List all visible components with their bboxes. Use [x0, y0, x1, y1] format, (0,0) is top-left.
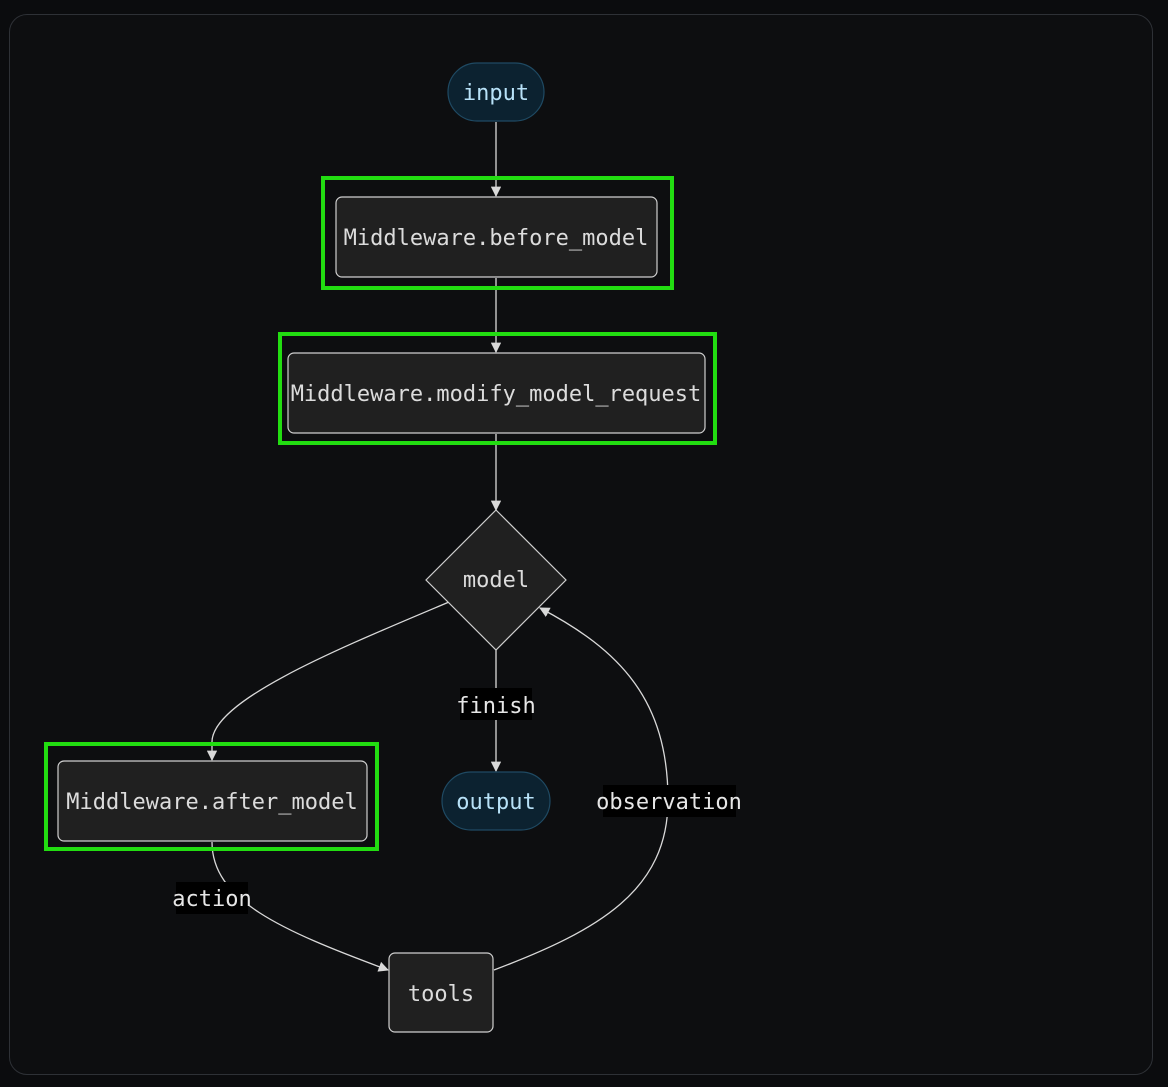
node-tools[interactable]: tools [388, 952, 494, 1033]
svg-text:action: action [172, 887, 251, 912]
node-model[interactable]: model [425, 509, 567, 651]
highlight-before-model [321, 176, 674, 290]
highlight-modify-model-request [278, 332, 717, 445]
node-input[interactable]: input [447, 62, 545, 122]
node-after-model[interactable]: Middleware.after_model [57, 760, 368, 842]
svg-text:input: input [463, 81, 529, 106]
svg-text:output: output [456, 790, 535, 815]
edge-after-model-to-tools [211, 841, 389, 972]
node-before-model[interactable]: Middleware.before_model [335, 196, 658, 278]
edge-label-action: action [172, 882, 252, 914]
edge-model-to-after-model [206, 601, 450, 762]
svg-text:model: model [463, 568, 529, 593]
node-output[interactable]: output [441, 771, 551, 831]
highlight-after-model [44, 742, 379, 851]
svg-text:observation: observation [596, 790, 742, 815]
edge-label-observation: observation [596, 785, 742, 817]
svg-text:tools: tools [408, 982, 474, 1007]
svg-text:Middleware.before_model: Middleware.before_model [344, 226, 649, 251]
svg-text:finish: finish [456, 694, 535, 719]
node-modify-model-request[interactable]: Middleware.modify_model_request [287, 352, 706, 434]
svg-text:Middleware.modify_model_reques: Middleware.modify_model_request [291, 382, 702, 407]
edge-label-finish: finish [456, 688, 536, 720]
svg-text:Middleware.after_model: Middleware.after_model [66, 790, 357, 815]
